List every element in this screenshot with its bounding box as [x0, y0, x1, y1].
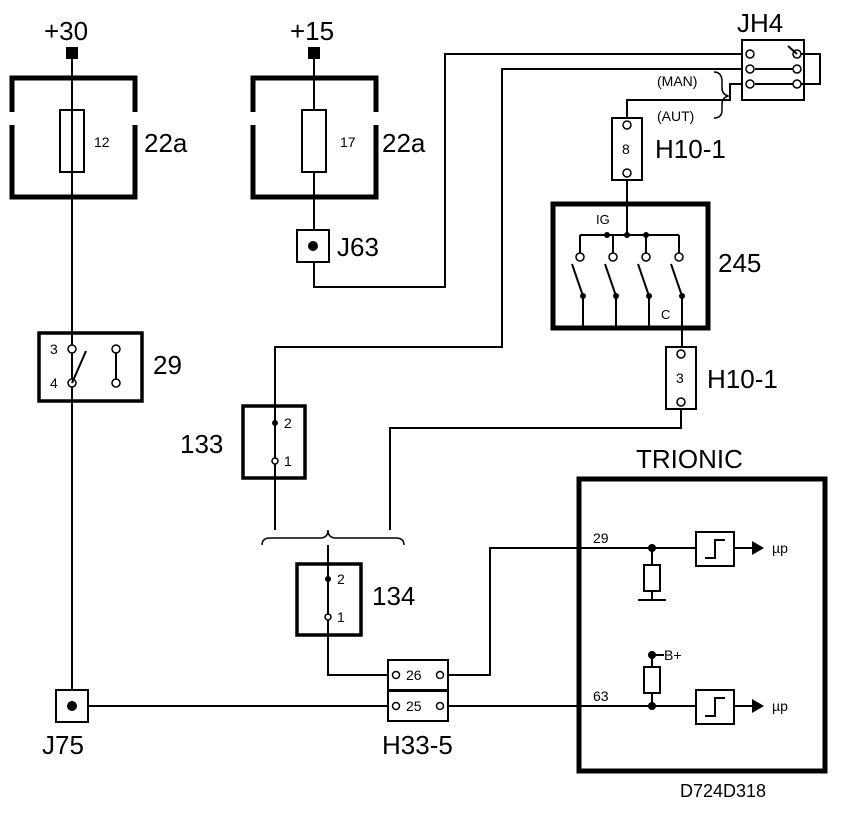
- wire-j63-jh4: [313, 53, 742, 288]
- fuse-17-block: 22a: [382, 128, 426, 158]
- diagram-code: D724D318: [680, 781, 766, 801]
- ecu-resistor-pulldown: [643, 564, 661, 592]
- ecu-input-29: 29: [593, 530, 609, 546]
- fuse-17-number: 17: [340, 134, 356, 150]
- connector-133: 2 1 133: [180, 404, 307, 530]
- connector-h33-label: H33-5: [382, 730, 453, 760]
- supply-plus15: +15: [290, 16, 334, 59]
- ecu-up-lower: µp: [772, 698, 788, 714]
- supply-plus15-label: +15: [290, 16, 334, 46]
- connector-h10-1-lower: 3 H10-1: [665, 346, 778, 410]
- ignition-c: C: [661, 307, 670, 322]
- ecu-input-63: 63: [593, 688, 609, 704]
- connector-134-pin2: 2: [337, 571, 345, 587]
- splice-brace: [261, 529, 405, 546]
- supply-plus30-terminal: [66, 47, 78, 59]
- connector-h33-5: 26 25 H33-5: [382, 659, 453, 760]
- junction-j75-label: J75: [42, 730, 84, 760]
- relay-29: 3 4 29: [37, 330, 182, 404]
- h10-upper-label: H10-1: [655, 134, 726, 164]
- wire-jh4-h10: [626, 83, 742, 118]
- connector-133-pin2: 2: [284, 415, 292, 431]
- supply-plus15-terminal: [308, 47, 320, 59]
- fuse-12-block: 22a: [144, 128, 188, 158]
- h33-pin26: 26: [406, 667, 422, 683]
- connector-h10-1-upper: 8 H10-1: [611, 117, 726, 181]
- connector-134: 2 1 134: [295, 560, 415, 675]
- supply-plus30-label: +30: [44, 16, 88, 46]
- ecu-arrow-upper-icon: [752, 541, 764, 555]
- fuse-box-12: 12 22a: [9, 75, 188, 200]
- ecu-up-upper: µp: [772, 540, 788, 556]
- ignition-label: 245: [718, 248, 761, 278]
- h10-lower-label: H10-1: [707, 364, 778, 394]
- ignition-ig: IG: [596, 212, 610, 227]
- ecu-title: TRIONIC: [636, 444, 743, 474]
- relay-29-pin4: 4: [50, 375, 58, 391]
- switch-jh4-label: JH4: [737, 8, 783, 38]
- ignition-switch-245: IG C 245: [550, 180, 761, 350]
- h33-pin25: 25: [406, 698, 422, 714]
- junction-j63: J63: [296, 229, 379, 263]
- switch-jh4: JH4 (MAN) (AUT): [657, 8, 821, 124]
- connector-134-label: 134: [372, 581, 415, 611]
- wire-h33-29: [448, 547, 652, 676]
- switch-jh4-aut: (AUT): [657, 108, 694, 124]
- switch-jh4-man: (MAN): [657, 73, 697, 89]
- connector-134-pin1: 1: [337, 609, 345, 625]
- wire-jh4-133: [274, 68, 742, 410]
- wire-h10-splice: [389, 409, 682, 530]
- junction-j63-label: J63: [337, 232, 379, 262]
- h10-upper-pin: 8: [622, 141, 630, 157]
- connector-133-label: 133: [180, 429, 223, 459]
- fuse-12-number: 12: [94, 134, 110, 150]
- junction-j75: J75: [42, 689, 89, 760]
- ecu-arrow-lower-icon: [752, 699, 764, 713]
- relay-29-pin3: 3: [50, 341, 58, 357]
- ecu-bplus: B+: [664, 647, 682, 663]
- fuse-box-17: 17 22a: [250, 75, 426, 200]
- ecu-resistor-pullup: [643, 666, 661, 694]
- supply-plus30: +30: [44, 16, 88, 59]
- wire-134-h33: [327, 635, 388, 676]
- relay-29-label: 29: [153, 350, 182, 380]
- connector-133-pin1: 1: [284, 453, 292, 469]
- ecu-trionic: TRIONIC 29 63 µp B+ µp: [576, 444, 828, 774]
- h10-lower-pin: 3: [676, 370, 684, 386]
